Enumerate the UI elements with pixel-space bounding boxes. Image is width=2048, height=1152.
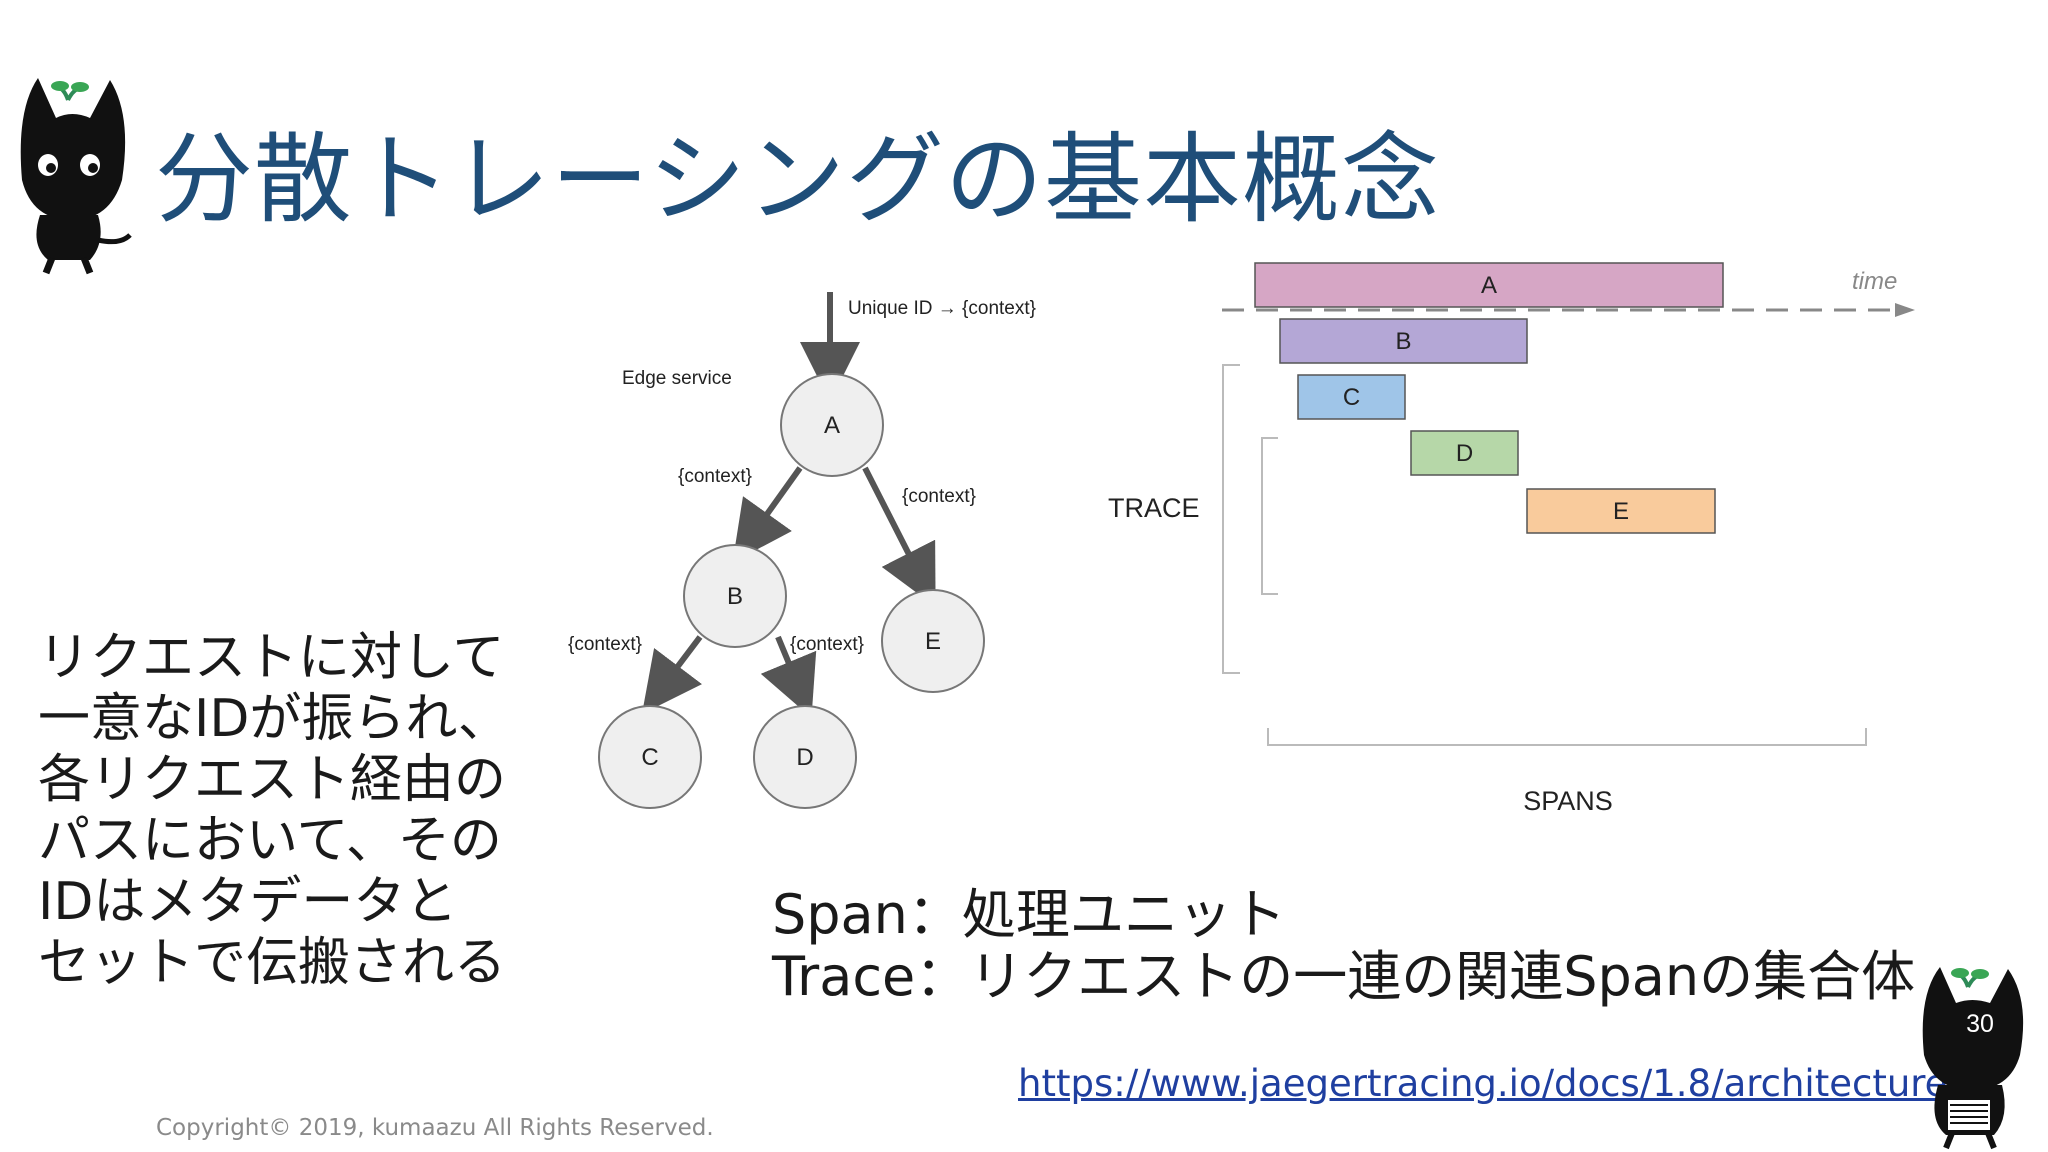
span-a: A — [1254, 262, 1724, 308]
tree-node-c: C — [598, 705, 702, 809]
copyright-text: Copyright© 2019, kumaazu All Rights Rese… — [156, 1115, 714, 1141]
span-bar — [1297, 374, 1406, 420]
slide-title: 分散トレーシングの基本概念 — [155, 123, 1441, 237]
span-b: B — [1279, 318, 1528, 364]
tree-node-d: D — [753, 705, 857, 809]
description-line: パスにおいて、その — [38, 811, 502, 871]
definitions: Span：処理ユニット Trace：リクエストの一連の関連Spanの集合体 — [772, 884, 1915, 1008]
time-arrow-icon — [1895, 303, 1915, 317]
description-line: 各リクエスト経由の — [38, 750, 507, 810]
span-label: C — [1343, 384, 1360, 411]
entry-label: Unique ID → {context} — [848, 298, 1036, 319]
span-label: D — [1456, 440, 1473, 467]
svg-text:A: A — [824, 412, 840, 439]
description-line: IDはメタデータと — [38, 872, 458, 932]
trace-definition: Trace：リクエストの一連の関連Spanの集合体 — [772, 945, 1916, 1008]
span-definition: Span：処理ユニット — [772, 883, 1286, 946]
span-label: B — [1395, 328, 1411, 355]
span-d: D — [1410, 430, 1519, 476]
edge-a-b — [732, 466, 803, 563]
cat-mascot-icon — [20, 78, 132, 275]
trace-label: TRACE — [1108, 493, 1200, 523]
svg-text:E: E — [925, 628, 941, 655]
description-line: 一意なIDが振られ、 — [38, 689, 510, 749]
spans-label: SPANS — [1523, 786, 1613, 816]
trace-bracket — [1222, 364, 1240, 674]
time-label: time — [1852, 268, 1897, 295]
description-text: リクエストに対して 一意なIDが振られ、 各リクエスト経由の パスにおいて、その… — [38, 628, 510, 994]
description-line: セットで伝搬される — [38, 933, 507, 993]
tree-node-a: A — [780, 373, 884, 477]
edge-b-c — [641, 635, 703, 714]
span-e: E — [1526, 488, 1716, 534]
trace-tree-diagram: Unique ID → {context} Edge service {cont… — [568, 292, 1036, 809]
edge-label: {context} — [678, 466, 752, 487]
span-c: C — [1297, 374, 1406, 420]
child-bracket — [1261, 437, 1278, 595]
edge-label: {context} — [568, 634, 642, 655]
edge-label: {context} — [790, 634, 864, 655]
tree-node-e: E — [881, 589, 985, 693]
span-label: E — [1613, 498, 1629, 525]
span-bar — [1410, 430, 1519, 476]
svg-text:C: C — [641, 744, 658, 771]
cat-mascot-small-icon — [1922, 967, 2024, 1150]
spans-bracket — [1267, 728, 1867, 746]
svg-text:B: B — [727, 583, 743, 610]
edge-b-d — [760, 635, 817, 718]
span-label: A — [1481, 272, 1497, 299]
reference-link[interactable]: https://www.jaegertracing.io/docs/1.8/ar… — [1018, 1062, 1960, 1105]
edge-service-label: Edge service — [622, 368, 732, 389]
span-bar — [1254, 262, 1724, 308]
span-bar — [1279, 318, 1528, 364]
description-line: リクエストに対して — [38, 628, 505, 688]
svg-text:D: D — [796, 744, 813, 771]
span-bar — [1526, 488, 1716, 534]
trace-spans-diagram: time TRACE SPANS A B C D E — [1108, 262, 1915, 816]
edge-label: {context} — [902, 486, 976, 507]
page-number: 30 — [1966, 1010, 1994, 1038]
tree-node-b: B — [683, 544, 787, 648]
edge-a-e — [862, 466, 936, 607]
